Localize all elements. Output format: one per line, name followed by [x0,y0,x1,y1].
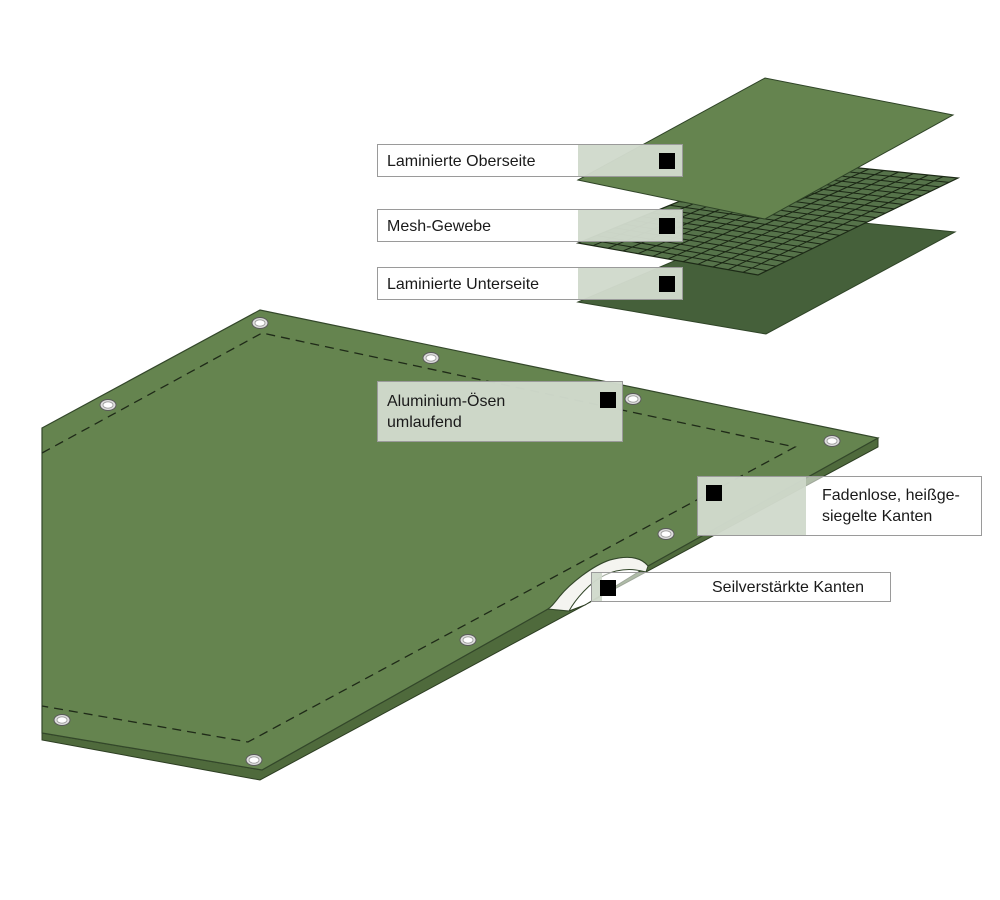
mesh-grid-line [742,176,944,273]
mesh-grid-line [727,174,929,271]
callout-label: Aluminium-Ösen umlaufend [387,393,506,431]
dashed-seam-line [41,332,797,743]
callout-mesh-fabric: Mesh-Gewebe [377,209,683,242]
callout-label: Fadenlose, heißge- siegelte Kanten [822,487,960,525]
main-tarp [41,309,880,781]
square-marker-icon [659,218,675,234]
square-marker-icon [659,276,675,292]
grommet-icon [823,435,841,447]
layer-stack [575,77,961,335]
square-marker-icon [706,485,722,501]
grommet-icon [99,399,117,411]
callout-aluminium-eyelets: Aluminium-Ösen umlaufend [377,381,623,442]
grommet-icon [245,754,263,766]
callout-label: Laminierte Oberseite [387,153,536,170]
mesh-grid-line [682,170,885,263]
callout-label: Mesh-Gewebe [387,218,492,235]
square-marker-icon [659,153,675,169]
mesh-grid-line [712,173,914,268]
grommet-icon [422,352,440,364]
mesh-grid-line [697,171,899,265]
grommet-icon [657,528,675,540]
square-marker-icon [600,392,616,408]
tarp-surface [41,309,880,771]
grommet-icon [53,714,71,726]
square-marker-icon [600,580,616,596]
callout-rope-reinforced-edges: Seilverstärkte Kanten [591,572,891,602]
grommet-icon [624,393,642,405]
callout-laminated-bottom: Laminierte Unterseite [377,267,683,300]
callout-heat-sealed-edges: Fadenlose, heißge- siegelte Kanten [697,476,982,536]
callout-label: Seilverstärkte Kanten [712,579,865,596]
laminated-top-layer [576,77,955,220]
callout-label: Laminierte Unterseite [387,276,540,293]
grommet-icon [251,317,269,329]
grommet-icon [459,634,477,646]
callout-laminated-top: Laminierte Oberseite [377,144,683,177]
